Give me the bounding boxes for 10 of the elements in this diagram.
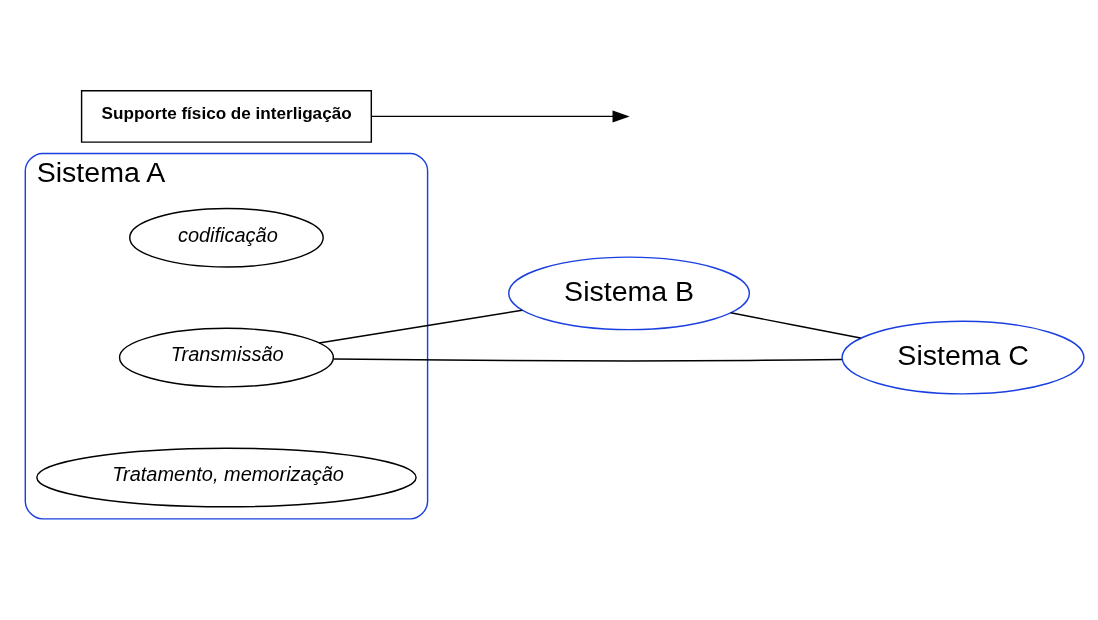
- connector: [332, 357, 843, 362]
- node-box: Supporte físico de interligação: [80, 89, 373, 143]
- node-ellipse: Sistema B: [508, 255, 751, 330]
- arrow: [370, 109, 630, 122]
- node-ellipse: Sistema C: [841, 320, 1085, 395]
- node-ellipse: Tratamento, memorização: [36, 447, 417, 507]
- connector: [318, 309, 524, 344]
- connector: [730, 311, 862, 339]
- node-ellipse: Transmissão: [118, 327, 335, 388]
- node-ellipse: codificação: [129, 207, 324, 268]
